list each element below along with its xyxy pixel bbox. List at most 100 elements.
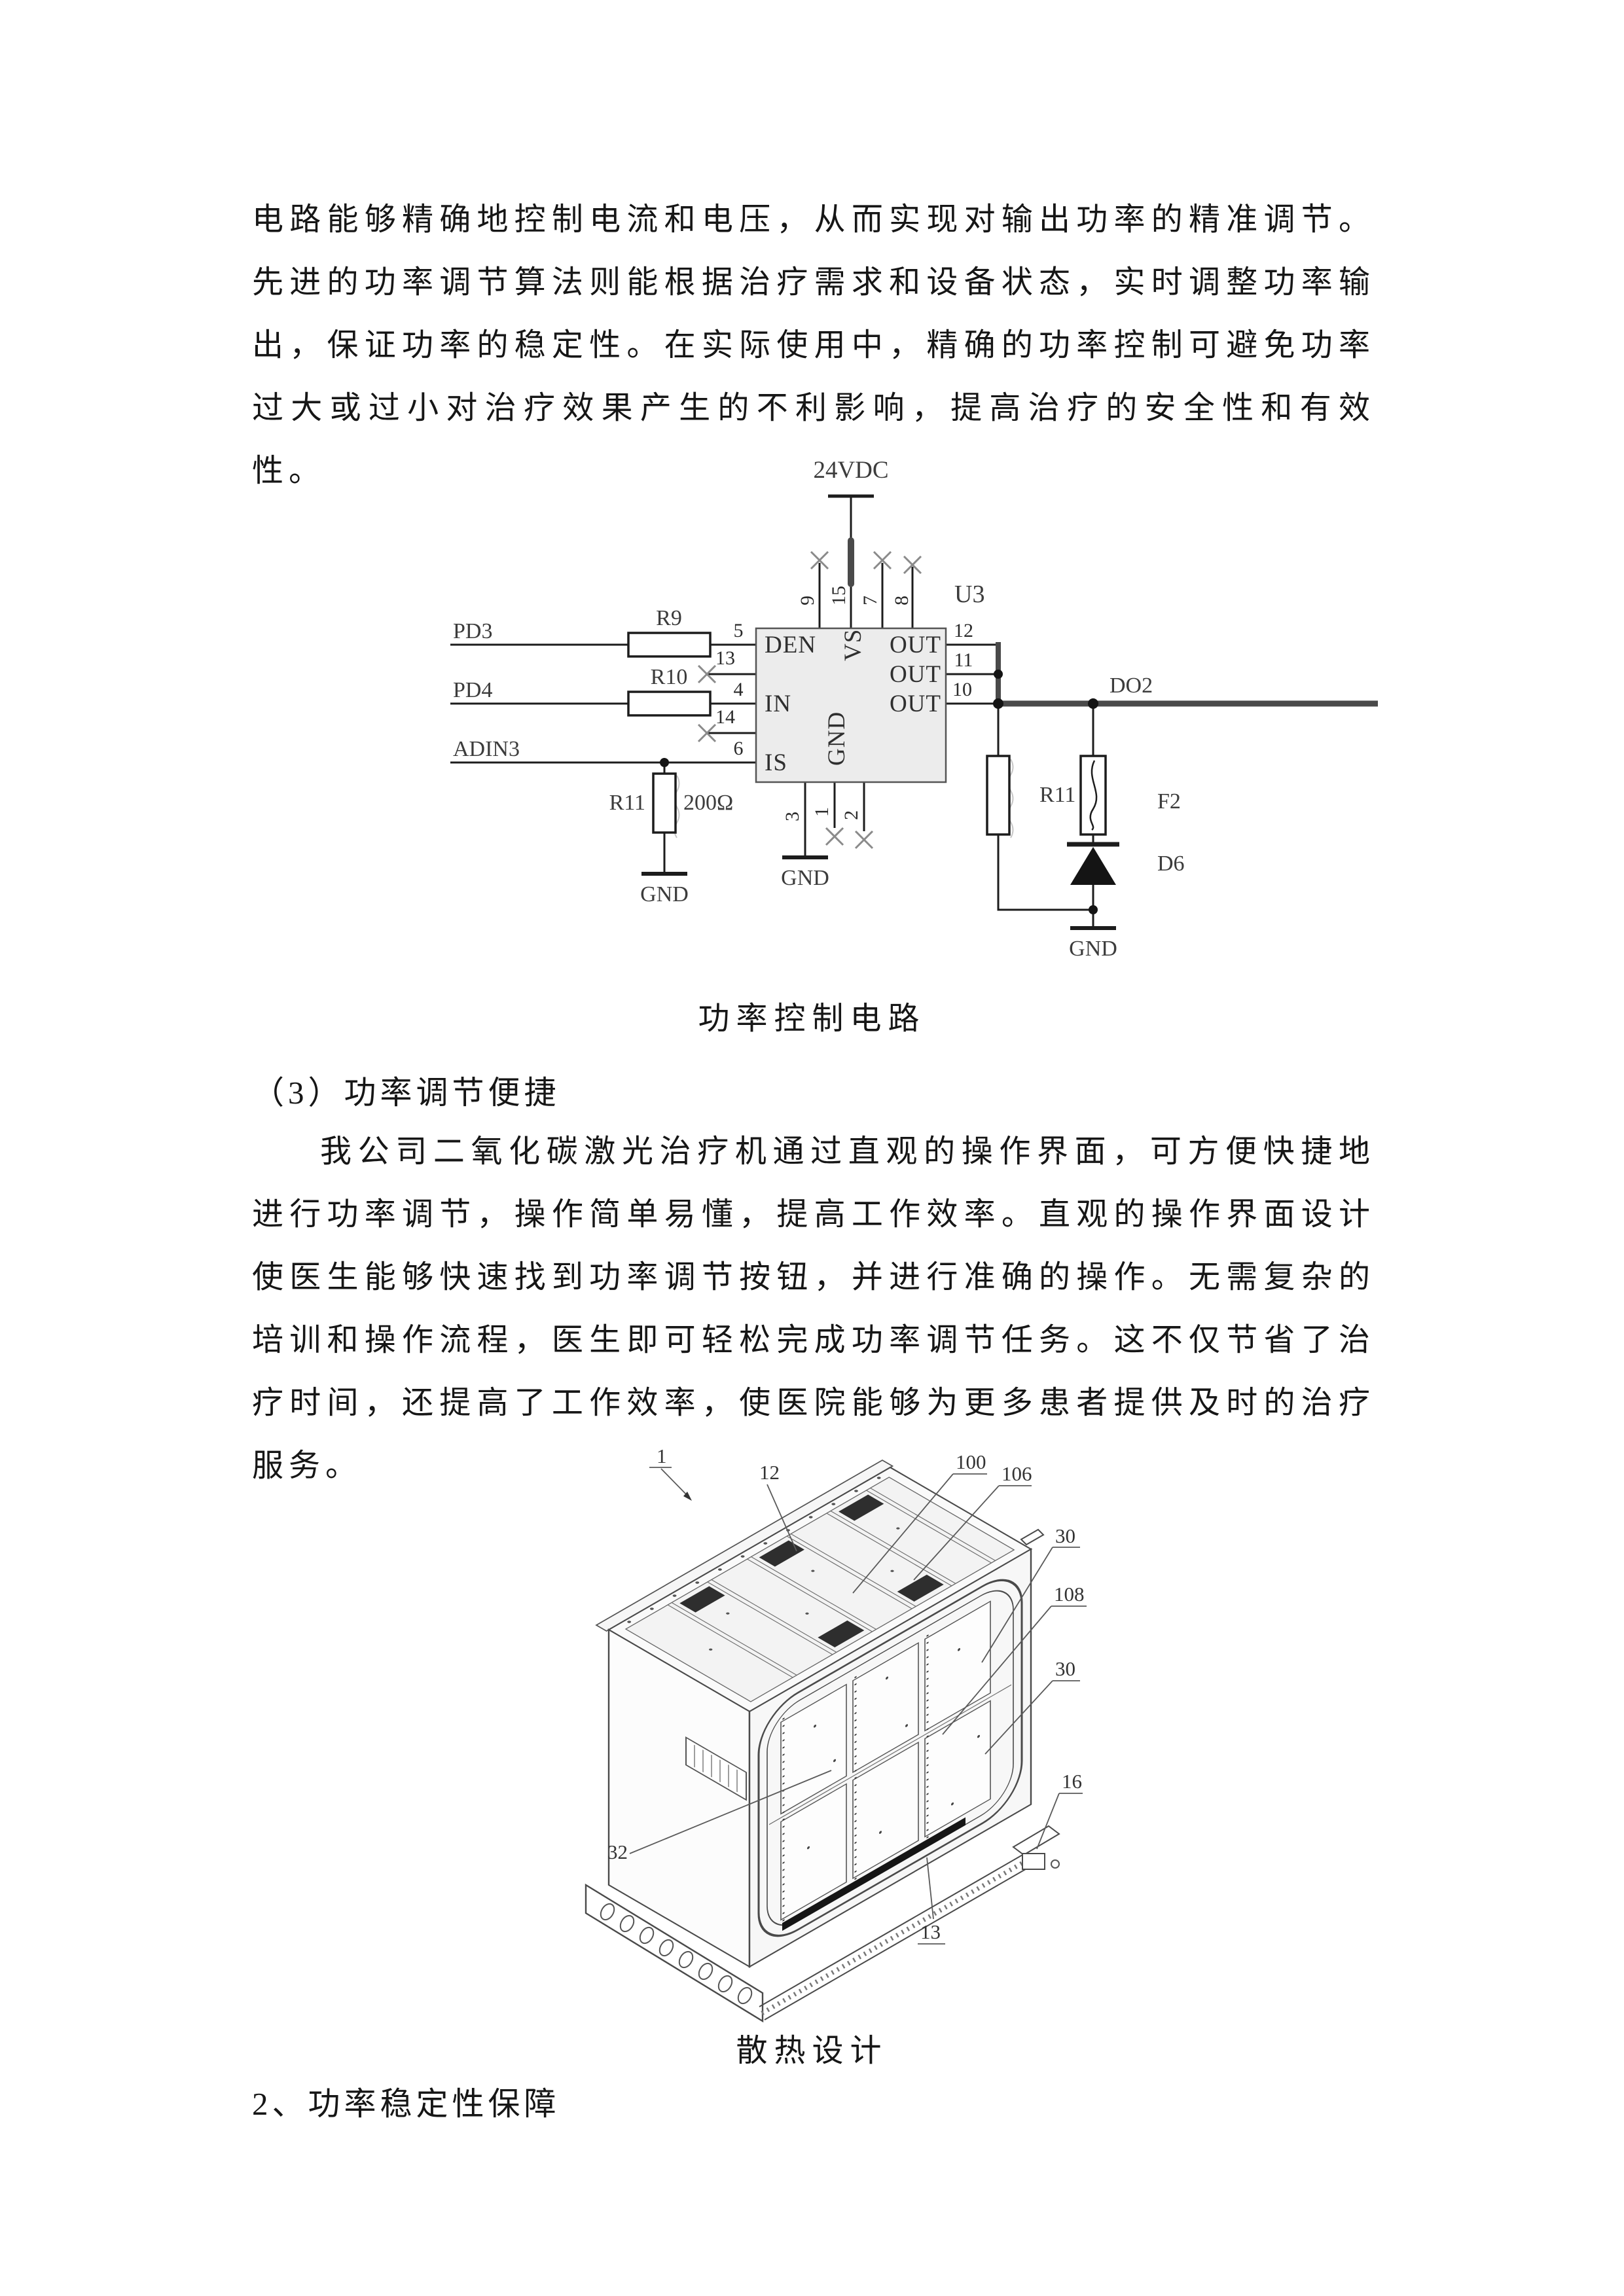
pin-number-13: 13 (715, 647, 735, 669)
section3-heading: （3）功率调节便捷 (252, 1075, 560, 1111)
ref-30-lower: 30 (1055, 1657, 1075, 1680)
right-foot (1012, 1825, 1060, 1870)
pin-number-2: 2 (840, 810, 862, 820)
bottom-bracket (585, 1883, 764, 2023)
power-control-circuit-figure: DEN IN IS VS GND OUT OUT OUT (450, 457, 1378, 961)
ic-u3-body (755, 627, 947, 783)
pin-number-3: 3 (782, 812, 803, 821)
ref-32: 32 (607, 1840, 628, 1863)
figure1-caption: 功率控制电路 (698, 1001, 926, 1036)
tray-dark-blocks (679, 1494, 944, 1647)
net-label-pd4: PD4 (453, 678, 492, 702)
supply-label: 24VDC (813, 457, 888, 484)
refdes-d6: D6 (1157, 852, 1185, 876)
diode-d6 (1067, 842, 1119, 885)
tray-rivet-dots (627, 1477, 900, 1651)
pin-number-1: 1 (811, 807, 833, 817)
ic-pin-label-out1: OUT (890, 632, 941, 658)
resistor-r9 (627, 632, 712, 658)
ic-pin-label-is: IS (765, 749, 787, 776)
ref-1-arrowhead (683, 1492, 692, 1501)
top-corner-tab (1020, 1528, 1045, 1546)
refdes-r9: R9 (656, 606, 682, 630)
refdes-r11-left: R11 (609, 791, 645, 815)
fuse-f2-element (1089, 760, 1098, 831)
refdes-r11-right: R11 (1039, 783, 1075, 807)
bottom-rail-hatch (761, 1854, 1036, 2016)
ic-pin-label-den: DEN (765, 632, 816, 658)
nc-pin1-icon (825, 827, 844, 846)
ref-16: 16 (1062, 1770, 1082, 1793)
fin-plates (780, 1600, 991, 1921)
resistor-r11-right (986, 755, 1011, 836)
junction-dots (660, 670, 1098, 914)
value-r11: 200Ω (683, 791, 733, 815)
ic-pin-label-vs: VS (840, 629, 867, 661)
net-label-do2: DO2 (1110, 673, 1153, 698)
fuse-f2 (1079, 755, 1107, 836)
nc-pin2-icon (854, 830, 874, 850)
junction-out11 (994, 670, 1003, 679)
gnd-label-center: GND (781, 866, 829, 890)
ref-13: 13 (920, 1920, 941, 1943)
nameplate (685, 1736, 747, 1801)
heat-dissipation-figure: 1 12 100 106 30 108 30 16 32 (585, 1444, 1087, 2023)
pin-number-11: 11 (954, 649, 973, 671)
dark-strip (782, 1817, 965, 1931)
junction-do2-f2 (1088, 698, 1098, 709)
fin-face (748, 1547, 1032, 1968)
fuse-f2-body (1079, 755, 1107, 836)
pin-number-15: 15 (828, 586, 850, 605)
junction-gnd-right (1089, 905, 1098, 914)
circuit-wires (450, 494, 1378, 928)
foot-hole (1051, 1859, 1060, 1869)
top-tray (595, 1459, 1033, 1713)
nc-pin9-icon (810, 550, 829, 570)
wire-r11-right-bottom (997, 834, 1093, 911)
net-label-adin3: ADIN3 (453, 737, 520, 761)
nc-pin13-icon (697, 664, 717, 684)
section3-paragraph: 我公司二氧化碳激光治疗机通过直观的操作界面，可方便快捷地进行功率调节，操作简单易… (252, 1134, 1375, 1483)
junction-out10 (993, 698, 1003, 709)
nc-pin7-icon (873, 550, 892, 570)
ref-100: 100 (956, 1450, 986, 1473)
rivet-columns (782, 1634, 929, 1922)
resistor-r11-left (652, 772, 677, 834)
pin-number-14: 14 (715, 706, 735, 728)
refdes-f2: F2 (1157, 789, 1181, 814)
bottom-rail (759, 1849, 1038, 2020)
ref-106: 106 (1001, 1462, 1032, 1485)
resistor-r10 (627, 691, 712, 717)
fin-dots (807, 1648, 980, 1850)
paragraph-top: 电路能够精确地控制电流和电压，从而实现对输出功率的精准调节。先进的功率调节算法则… (252, 202, 1375, 488)
ic-pin-label-gnd: GND (823, 711, 850, 766)
pin-number-5: 5 (734, 620, 744, 641)
pin-number-7: 7 (859, 596, 881, 605)
ref-1: 1 (657, 1444, 667, 1467)
ic-pin-label-out3: OUT (890, 691, 941, 717)
nc-pin8-icon (903, 555, 922, 575)
ic-pin-label-out2: OUT (890, 661, 941, 688)
reference-callouts: 1 12 100 106 30 108 30 16 32 (607, 1444, 1087, 1945)
gnd-label-left: GND (640, 882, 689, 906)
left-casing-face (607, 1628, 751, 1968)
diode-d6-anode-triangle (1070, 847, 1116, 885)
pin-number-9: 9 (797, 596, 818, 605)
ic-pin-label-in: IN (765, 691, 791, 717)
ref-108: 108 (1054, 1583, 1085, 1605)
pin-number-8: 8 (891, 596, 912, 605)
no-connect-marks (697, 550, 922, 850)
ic-refdes: U3 (954, 581, 984, 608)
scan-squiggle-right (1007, 759, 1014, 838)
junction-adin3 (660, 758, 669, 767)
gnd-label-right: GND (1069, 937, 1117, 961)
ref-12: 12 (759, 1461, 780, 1484)
pin-number-10: 10 (952, 679, 972, 700)
ref-30-upper: 30 (1055, 1524, 1075, 1547)
gasket-ring-outer (757, 1579, 1023, 1937)
ground-symbols (641, 855, 1116, 930)
refdes-r10: R10 (651, 665, 688, 689)
nc-pin14-icon (697, 723, 717, 743)
section2-heading: 2、功率稳定性保障 (252, 2086, 560, 2122)
